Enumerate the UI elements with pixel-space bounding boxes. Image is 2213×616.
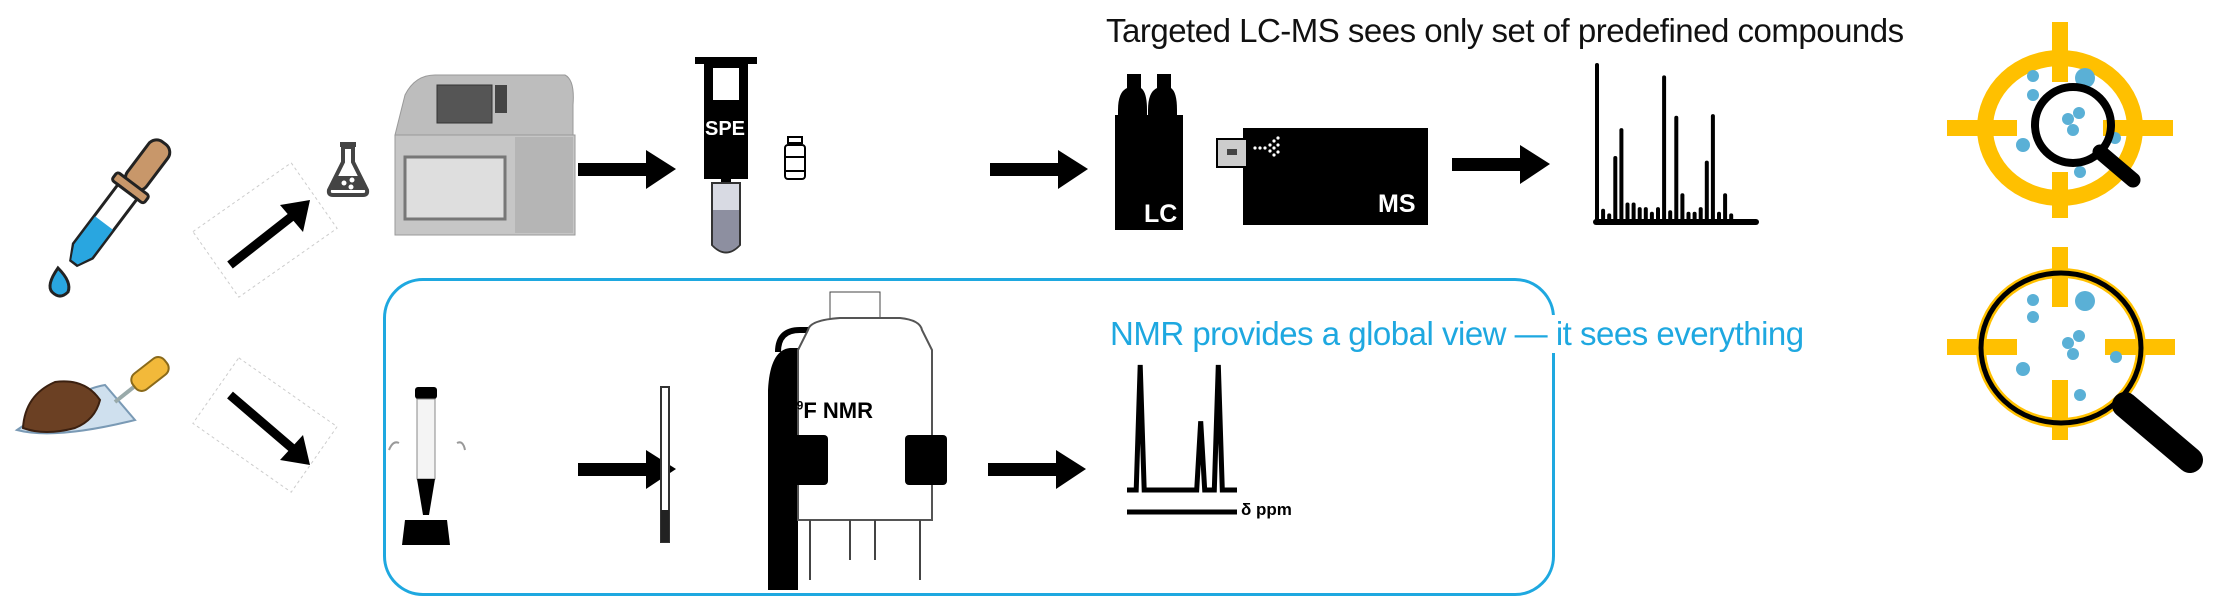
flask-icon [326, 142, 370, 197]
arrow-icon [1452, 145, 1550, 184]
trowel-soil-icon [14, 356, 170, 435]
nmr-label: 19F NMR [790, 398, 873, 424]
ms-instrument-icon [1216, 128, 1428, 225]
extraction-instrument-icon [394, 74, 576, 236]
nmr-spectrum-chart [1127, 364, 1237, 515]
lc-instrument-icon [1115, 74, 1183, 230]
pipette-icon [48, 138, 172, 298]
nmr-isotope: 19 [790, 398, 804, 413]
ms-label: MS [1378, 190, 1416, 218]
lc-label: LC [1144, 200, 1178, 228]
arrow-to-nmr [192, 357, 338, 493]
nmr-headline: NMR provides a global view — it sees eve… [1106, 315, 1808, 353]
nmr-workflow-box [383, 278, 1555, 596]
arrow-icon [988, 450, 1086, 489]
global-search-icon [1947, 247, 2203, 473]
spe-label: SPE [705, 118, 746, 140]
vial-icon [784, 136, 806, 180]
nmr-tube-icon [660, 386, 670, 543]
spe-cartridge-icon [695, 57, 757, 254]
arrow-icon [578, 150, 676, 189]
nmr-axis-label: δ ppm [1241, 500, 1292, 519]
nmr-spectrum-line [1127, 364, 1237, 493]
lcms-headline: Targeted LC-MS sees only set of predefin… [1106, 12, 1904, 49]
mass-spectrum-chart [1593, 63, 1759, 225]
arrow-icon [990, 150, 1088, 189]
vortex-tube-icon [388, 387, 466, 545]
targeted-search-icon [1947, 22, 2173, 218]
nmr-spectrometer-icon [768, 291, 947, 590]
arrow-to-extraction [192, 162, 338, 298]
nmr-label-text: F NMR [803, 398, 874, 423]
